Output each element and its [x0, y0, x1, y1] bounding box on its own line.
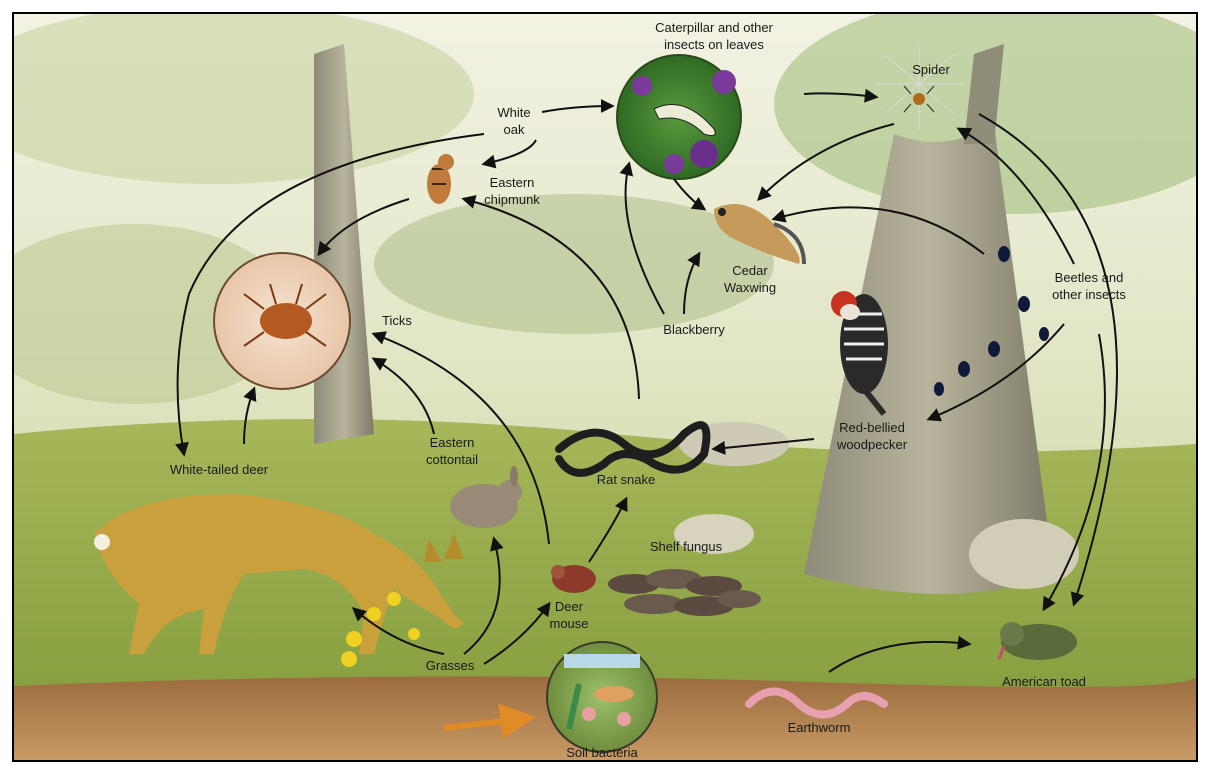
- ticks-illustration: [214, 253, 350, 389]
- shelf-fungus-label: Shelf fungus: [650, 539, 723, 554]
- spider-label: Spider: [912, 62, 950, 77]
- caterpillar-illustration: [617, 55, 741, 179]
- white-oak-label-line2: oak: [504, 122, 525, 137]
- soil-bacteria-label: Soil bacteria: [566, 745, 638, 760]
- cottontail-label-line2: cottontail: [426, 452, 478, 467]
- soil-bacteria-illustration: [547, 642, 657, 752]
- shrub-mid: [374, 194, 774, 334]
- grasses-label: Grasses: [426, 658, 475, 673]
- woodpecker-label-line2: woodpecker: [836, 437, 908, 452]
- food-web-scene: Caterpillar and other insects on leaves …: [12, 12, 1198, 762]
- chipmunk-label-line2: chipmunk: [484, 192, 540, 207]
- caterpillar-label-line1: Caterpillar and other: [655, 20, 773, 35]
- white-oak-label-line1: White: [497, 105, 530, 120]
- blackberry-label: Blackberry: [663, 322, 725, 337]
- ticks-label: Ticks: [382, 313, 412, 328]
- rat-snake-label: Rat snake: [597, 472, 656, 487]
- woodpecker-label-line1: Red-bellied: [839, 420, 905, 435]
- chipmunk-label-line1: Eastern: [490, 175, 535, 190]
- cottontail-label-line1: Eastern: [430, 435, 475, 450]
- deer-label: White-tailed deer: [170, 462, 269, 477]
- cedar-waxwing-label-line2: Waxwing: [724, 280, 776, 295]
- food-web-diagram: Caterpillar and other insects on leaves …: [14, 14, 1196, 760]
- rock: [969, 519, 1079, 589]
- deer-mouse-label-line1: Deer: [555, 599, 584, 614]
- earthworm-label: Earthworm: [788, 720, 851, 735]
- deer-mouse-label-line2: mouse: [549, 616, 588, 631]
- american-toad-label: American toad: [1002, 674, 1086, 689]
- beetles-label-line2: other insects: [1052, 287, 1126, 302]
- beetles-label-line1: Beetles and: [1055, 270, 1124, 285]
- cedar-waxwing-label-line1: Cedar: [732, 263, 768, 278]
- caterpillar-label-line2: insects on leaves: [664, 37, 764, 52]
